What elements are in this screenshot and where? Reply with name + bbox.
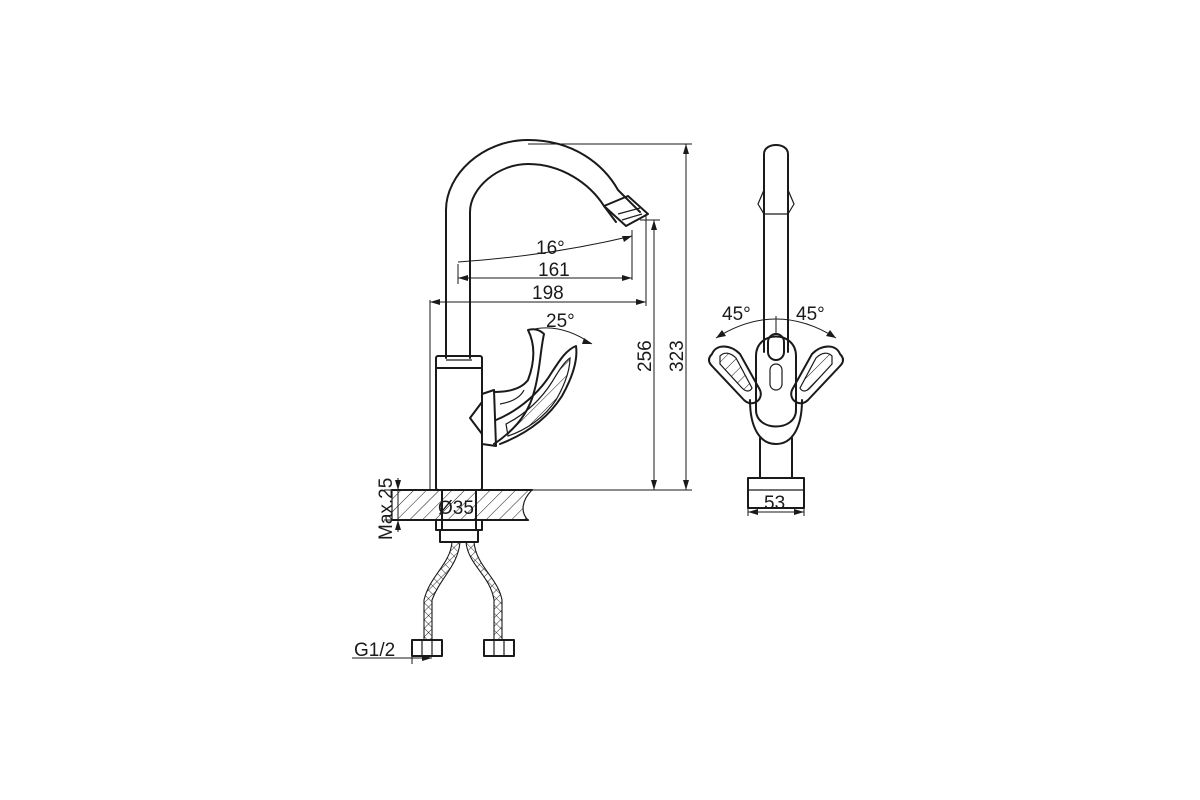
side-body: [747, 437, 805, 509]
dim-lever-angle: [529, 327, 593, 345]
label-diameter: Ø35: [438, 498, 474, 519]
side-lever-right: [790, 345, 844, 405]
dim-height-outlet: [640, 219, 660, 490]
label-reach-spout: 161: [538, 260, 570, 281]
side-spout: [757, 144, 795, 353]
label-connection: G1/2: [354, 640, 395, 661]
dim-base-width: [747, 508, 805, 516]
label-lever-angle: 25°: [546, 311, 575, 332]
side-view: 45° 45° 53: [708, 144, 844, 516]
front-view: 16° 161 198 25° Ø35 G1/2 256 323 Max.25: [352, 139, 692, 664]
label-max-thickness: Max.25: [376, 478, 397, 540]
label-swivel-angle: 16°: [536, 238, 565, 259]
dim-reach-spout: [457, 264, 632, 284]
label-height-outlet: 256: [635, 340, 656, 372]
label-height-total: 323: [667, 340, 688, 372]
supply-hoses: [411, 541, 515, 657]
lever: [493, 328, 545, 445]
faucet-body: [435, 355, 497, 491]
label-base-width: 53: [764, 493, 785, 514]
lever-rotated: [495, 345, 578, 445]
dim-height-total: [528, 143, 692, 491]
label-side-right-angle: 45°: [796, 304, 825, 325]
dim-reach-total: [429, 214, 647, 490]
dim-connection: [352, 652, 432, 664]
side-lever-left: [708, 345, 762, 405]
countertop-section: [391, 489, 534, 543]
dim-side-angles: [715, 316, 837, 339]
side-lever-hub: [749, 333, 803, 445]
dim-max-thickness: [384, 478, 410, 532]
dim-swivel-angle: [457, 230, 633, 280]
label-reach-total: 198: [532, 283, 564, 304]
label-side-left-angle: 45°: [722, 304, 751, 325]
spout: [445, 139, 649, 359]
